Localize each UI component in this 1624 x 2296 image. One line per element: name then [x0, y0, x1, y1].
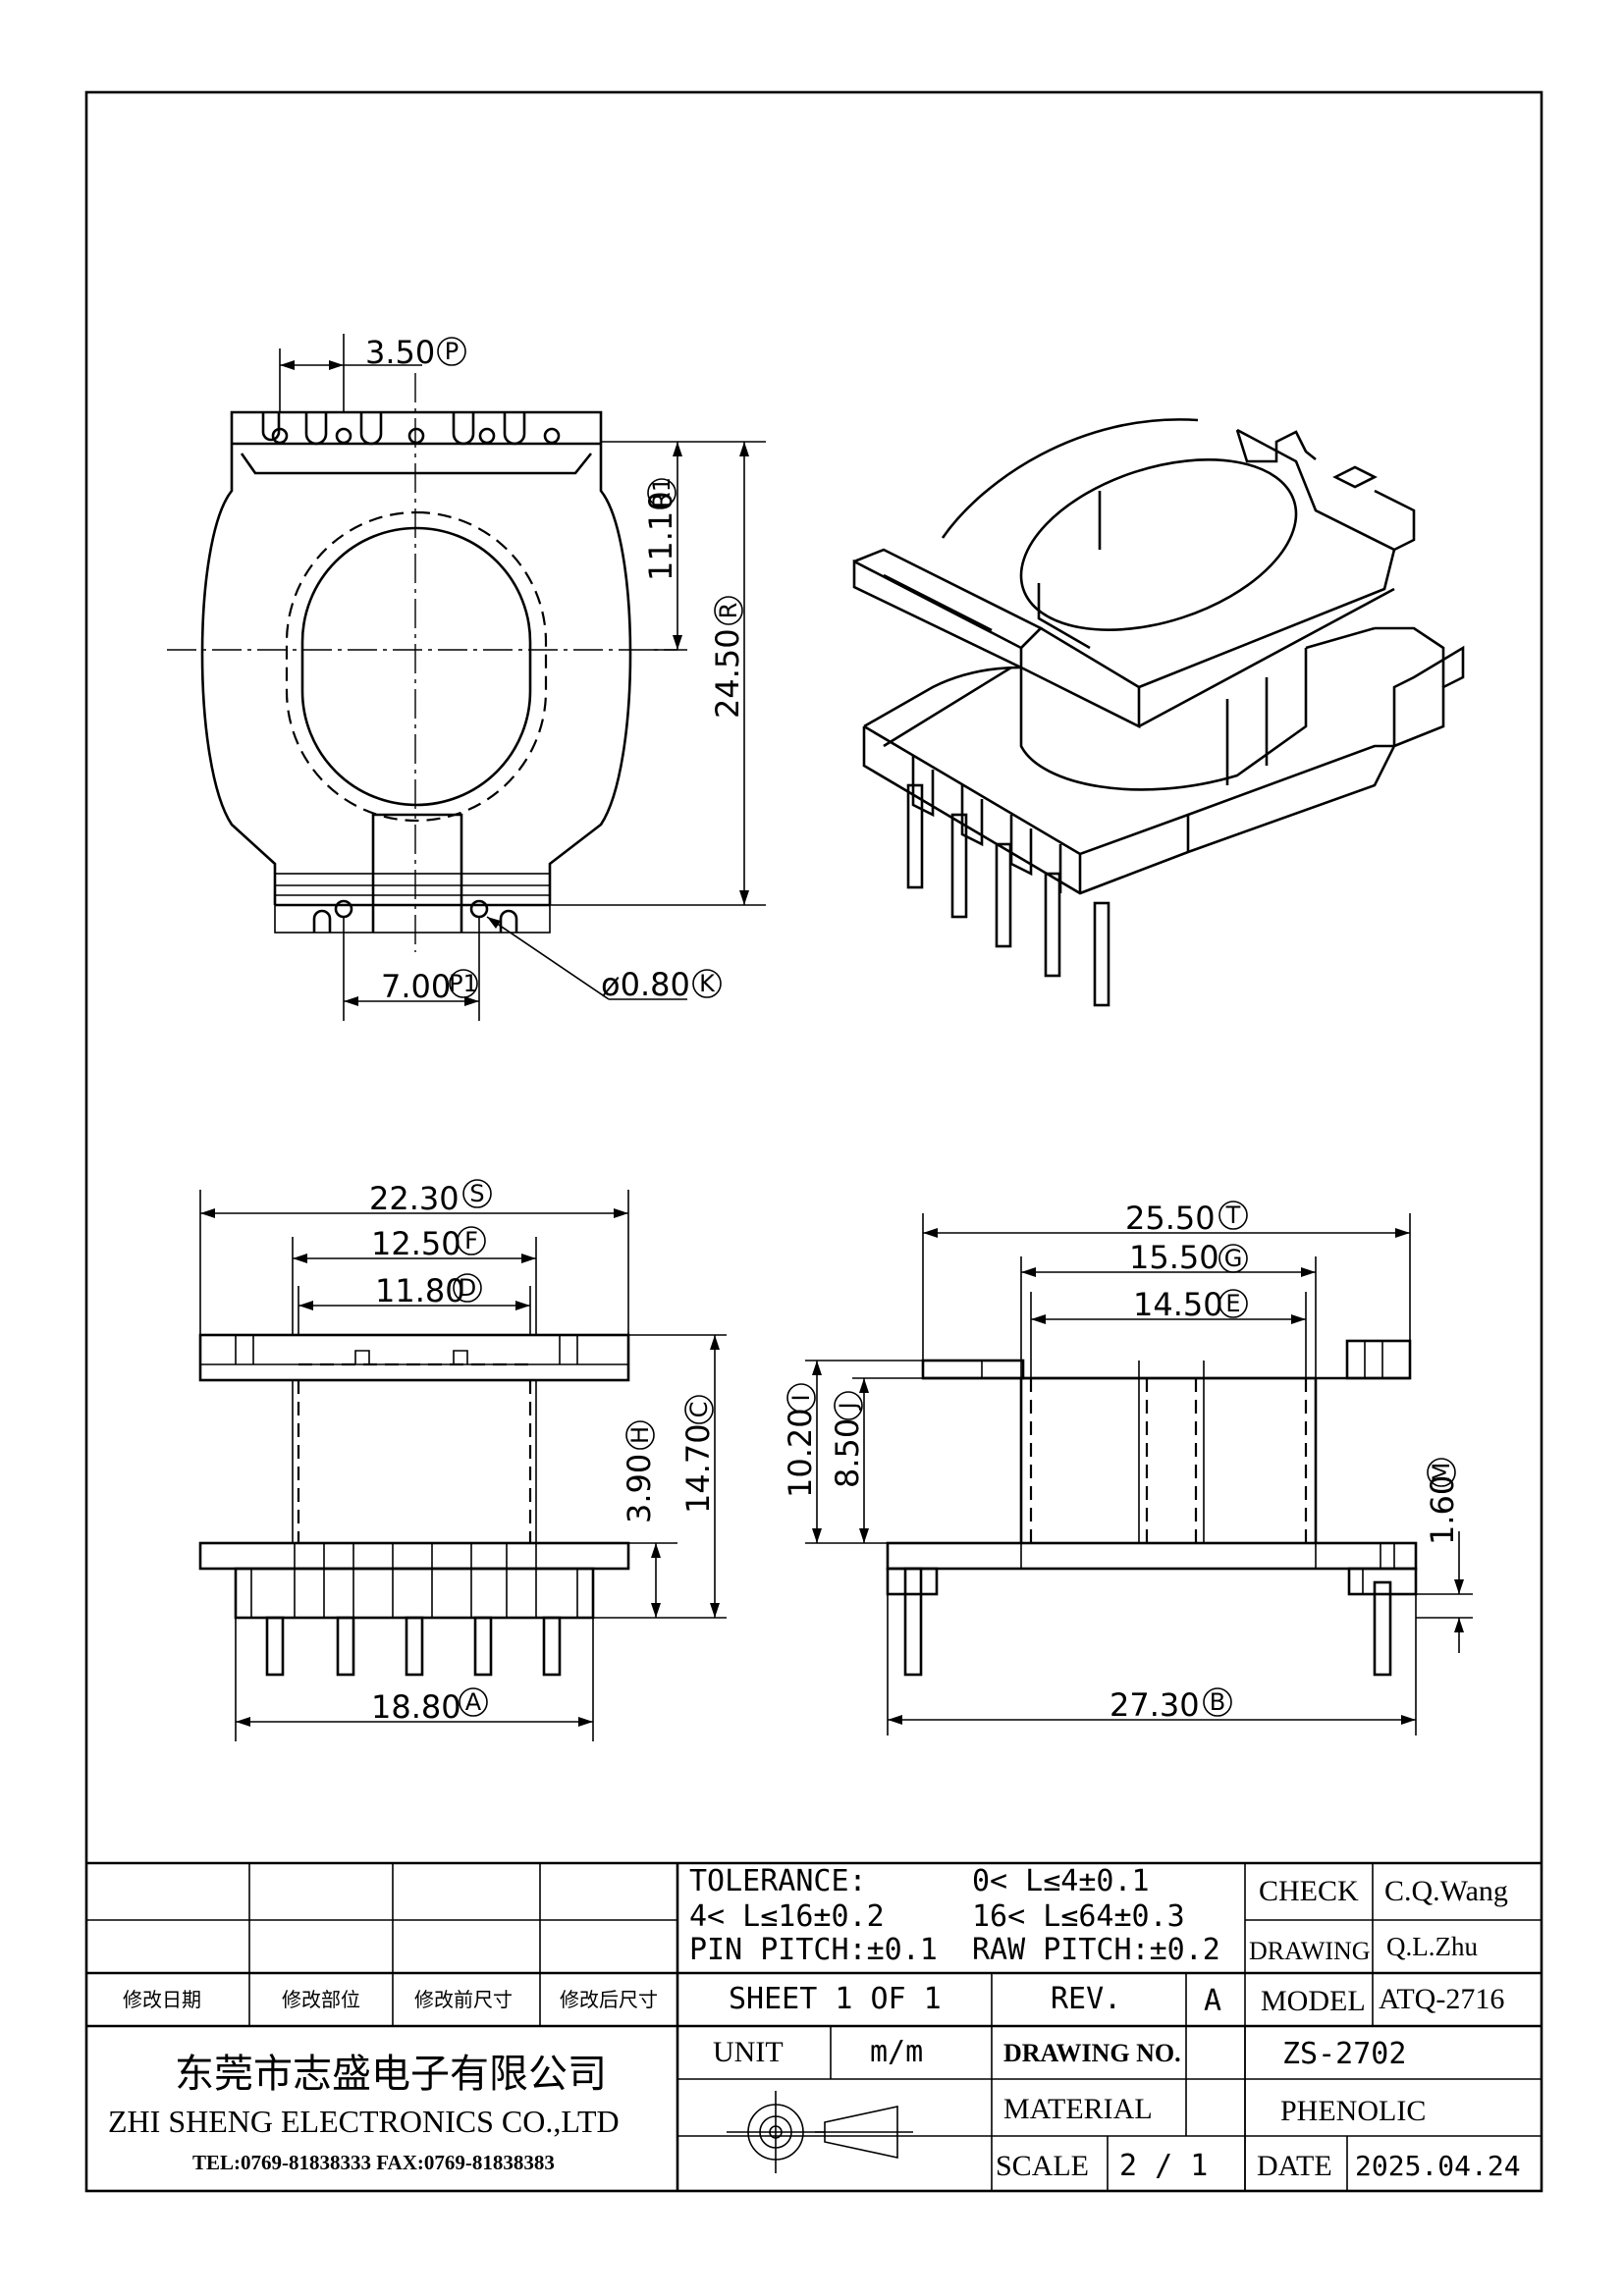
dim-h-tag: H [626, 1426, 654, 1444]
unit-value: m/m [870, 2035, 923, 2069]
check-value: C.Q.Wang [1384, 1875, 1508, 1907]
dim-j-value: 8.50 [829, 1418, 866, 1488]
tel-fax: TEL:0769-81838333 FAX:0769-81838383 [192, 2151, 555, 2174]
dim-a-tag: A [465, 1688, 482, 1716]
scale-label: SCALE [996, 2150, 1089, 2182]
drawing-value: Q.L.Zhu [1386, 1932, 1478, 1961]
tolerance-2: 4< L≤16±0.2 [689, 1899, 885, 1934]
dim-j-tag: J [835, 1402, 862, 1411]
isometric-view [852, 418, 1465, 1007]
dim-h-value: 3.90 [621, 1454, 658, 1523]
model-value: ATQ-2716 [1379, 1983, 1504, 2015]
dim-r1-tag: R1 [648, 477, 676, 508]
dim-g-value: 15.50 [1129, 1239, 1219, 1276]
sheet-info: SHEET 1 OF 1 [729, 1982, 942, 2016]
top-view: 3.50 P 11.10 R1 24.50 R 7.00 P1 ø0.80 K [167, 334, 766, 1021]
dim-e-value: 14.50 [1133, 1286, 1223, 1323]
projection-symbol-icon [727, 2091, 913, 2173]
dim-i-value: 10.20 [782, 1408, 819, 1498]
dim-c-tag: C [685, 1402, 713, 1418]
dim-f-tag: F [464, 1227, 478, 1255]
dim-p1-value: 7.00 [381, 968, 451, 1005]
rev-value: A [1204, 1984, 1221, 2018]
rev-header-part: 修改部位 [282, 1988, 360, 2011]
pin-pitch: PIN PITCH:±0.1 [689, 1933, 938, 1967]
drawing-no-label: DRAWING NO. [1003, 2039, 1181, 2067]
dim-c-value: 14.70 [679, 1423, 717, 1514]
dim-k-value: ø0.80 [601, 966, 690, 1003]
company-name-cn: 东莞市志盛电子有限公司 [175, 2052, 607, 2097]
unit-label: UNIT [713, 2036, 784, 2068]
dim-d-value: 11.80 [375, 1272, 465, 1309]
drawing-label: DRAWING [1249, 1937, 1371, 1965]
side-view: 25.50 T 15.50 G 14.50 E 10.20 I 8.50 [782, 1200, 1473, 1735]
date-value: 2025.04.24 [1355, 2150, 1521, 2182]
dim-p-tag: P [445, 338, 459, 365]
dim-g-tag: G [1224, 1245, 1243, 1272]
drawing-no-value: ZS-2702 [1282, 2037, 1406, 2071]
tolerance-3: 16< L≤64±0.3 [972, 1899, 1185, 1934]
dim-i-tag: I [787, 1394, 815, 1401]
scale-value: 2 / 1 [1119, 2149, 1208, 2183]
dim-e-tag: E [1225, 1290, 1240, 1317]
title-block: TOLERANCE: 0< L≤4±0.1 4< L≤16±0.2 16< L≤… [86, 1861, 1542, 2191]
dim-s-tag: S [469, 1180, 484, 1207]
dim-t-tag: T [1225, 1201, 1241, 1229]
dim-p1-tag: P1 [449, 970, 478, 997]
tolerance-label: TOLERANCE: [689, 1864, 867, 1898]
rev-header-before: 修改前尺寸 [414, 1988, 513, 2011]
rev-label: REV. [1051, 1982, 1121, 2016]
material-value: PHENOLIC [1280, 2095, 1426, 2127]
dim-r-value: 24.50 [709, 628, 746, 719]
dim-a-value: 18.80 [371, 1688, 461, 1726]
dim-m-tag: M [1428, 1463, 1455, 1483]
dim-b-value: 27.30 [1110, 1686, 1200, 1724]
dim-b-tag: B [1210, 1688, 1225, 1716]
company-name-en: ZHI SHENG ELECTRONICS CO.,LTD [108, 2104, 620, 2139]
sheet-border [84, 90, 1543, 2193]
dim-p-value: 3.50 [365, 334, 435, 371]
dim-t-value: 25.50 [1125, 1200, 1216, 1237]
check-label: CHECK [1259, 1875, 1359, 1907]
front-view: 22.30 S 12.50 F 11.80 D 3.90 H 14.70 [198, 1179, 727, 1741]
dim-s-value: 22.30 [369, 1180, 460, 1217]
rev-header-date: 修改日期 [123, 1988, 201, 2011]
date-label: DATE [1257, 2150, 1332, 2182]
model-label: MODEL [1261, 1985, 1366, 2017]
dim-d-tag: D [459, 1274, 476, 1302]
dim-f-value: 12.50 [371, 1225, 461, 1262]
tolerance-1: 0< L≤4±0.1 [972, 1864, 1150, 1898]
raw-pitch: RAW PITCH:±0.2 [972, 1933, 1220, 1967]
rev-header-after: 修改后尺寸 [560, 1988, 658, 2011]
material-label: MATERIAL [1003, 2093, 1153, 2125]
dim-k-tag: K [699, 970, 716, 997]
dim-r-tag: R [715, 603, 742, 619]
